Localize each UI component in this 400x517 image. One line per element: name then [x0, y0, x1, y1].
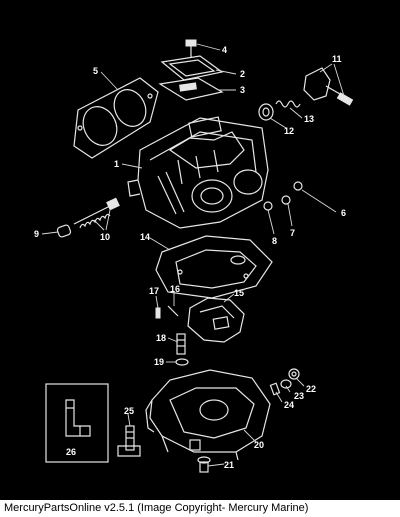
- part-2-cover-plate: [160, 55, 224, 81]
- callout-1: 1: [114, 159, 119, 169]
- callout-14: 14: [140, 232, 150, 242]
- part-12-washer: [258, 103, 274, 121]
- part-22-fitting: [288, 368, 300, 380]
- part-26-inset-elbow-fitting: [45, 383, 109, 463]
- copyright-footer: MercuryPartsOnline v2.5.1 (Image Copyrig…: [0, 500, 400, 517]
- callout-9: 9: [34, 229, 39, 239]
- part-20-float-bowl: [145, 369, 271, 461]
- callout-26: 26: [66, 447, 76, 457]
- callout-2: 2: [240, 69, 245, 79]
- part-4-screw: [185, 39, 197, 58]
- callout-24: 24: [284, 400, 294, 410]
- part-7-plug: [281, 195, 291, 205]
- callout-18: 18: [156, 333, 166, 343]
- callout-labels: 1 2 3 4 5 6 7 8 9 10 11 12 13 14 15 16 1…: [34, 45, 346, 470]
- callout-8: 8: [272, 236, 277, 246]
- callout-7: 7: [290, 228, 295, 238]
- callout-17: 17: [149, 286, 159, 296]
- part-13-spring: [275, 100, 301, 108]
- callout-15: 15: [234, 288, 244, 298]
- part-23-washer: [280, 379, 292, 389]
- callout-3: 3: [240, 85, 245, 95]
- callout-11: 11: [332, 54, 342, 64]
- exploded-parts-diagram: 1 2 3 4 5 6 7 8 9 10 11 12 13 14 15 16 1…: [34, 39, 354, 473]
- callout-4: 4: [222, 45, 227, 55]
- part-14-bowl-gasket: [155, 235, 273, 299]
- part-6-plug: [293, 181, 303, 191]
- part-8-plug: [263, 201, 273, 211]
- part-1-carburetor-body: [127, 116, 269, 229]
- part-17-needle: [155, 307, 161, 319]
- callout-21: 21: [224, 460, 234, 470]
- part-25-fuel-fitting: [117, 425, 141, 457]
- part-16-float-pin: [167, 305, 179, 317]
- part-24-screw: [269, 382, 281, 396]
- part-18-main-jet: [176, 333, 186, 355]
- callout-25: 25: [124, 406, 134, 416]
- callout-10: 10: [100, 232, 110, 242]
- callout-19: 19: [154, 357, 164, 367]
- callout-22: 22: [306, 384, 316, 394]
- part-19-o-ring: [175, 358, 189, 366]
- callout-16: 16: [170, 284, 180, 294]
- callout-5: 5: [93, 66, 98, 76]
- part-10-idle-screw: [73, 197, 120, 229]
- callout-13: 13: [304, 114, 314, 124]
- part-9-cap: [56, 224, 72, 238]
- part-11-throttle-lever: [303, 67, 354, 106]
- callout-12: 12: [284, 126, 294, 136]
- callout-20: 20: [254, 440, 264, 450]
- callout-23: 23: [294, 391, 304, 401]
- part-3-cover-gasket: [158, 77, 224, 101]
- callout-6: 6: [341, 208, 346, 218]
- part-15-float: [187, 297, 245, 343]
- leader-lines: [41, 43, 345, 467]
- part-21-drain-screw: [197, 456, 211, 473]
- part-5-flange-gasket: [73, 77, 159, 159]
